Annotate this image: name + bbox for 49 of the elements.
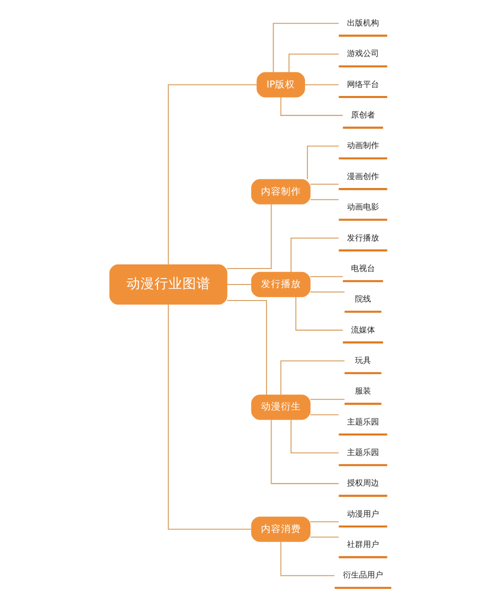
node-box: 发行播放 — [250, 272, 310, 298]
connector — [290, 420, 338, 454]
node-text: 网络平台 — [346, 78, 378, 89]
node-box: 内容制作 — [250, 179, 310, 204]
connector — [288, 54, 338, 72]
connector — [310, 291, 344, 293]
node-text: 动漫用户 — [346, 508, 378, 518]
node-text: 游戏公司 — [346, 48, 378, 58]
node-text: 主题乐园 — [346, 447, 378, 457]
connector — [310, 199, 338, 200]
node-text: 主题乐园 — [346, 416, 378, 426]
connector — [304, 84, 338, 86]
node-box: 动漫衍生 — [250, 394, 310, 420]
node-text: 动画制作 — [346, 140, 378, 150]
connector — [167, 84, 256, 265]
node-text: 玩具 — [354, 354, 370, 365]
connector — [310, 398, 344, 400]
node-text: 授权周边 — [346, 478, 378, 488]
node-text: 出版机构 — [346, 18, 378, 28]
connector — [226, 204, 272, 269]
connector — [310, 521, 338, 522]
node-text: 漫画创作 — [346, 170, 378, 181]
connector — [270, 420, 338, 484]
connector — [306, 146, 338, 180]
connector — [280, 542, 334, 576]
node-text: 院线 — [354, 294, 370, 304]
connector — [272, 22, 338, 72]
connector — [310, 536, 338, 538]
node-text: 流媒体 — [350, 324, 374, 334]
node-text: 原创者 — [350, 110, 374, 120]
node-box: 内容消费 — [250, 516, 310, 542]
connector — [310, 414, 338, 416]
node-box: 动漫行业图谱 — [108, 264, 227, 305]
connector — [226, 284, 251, 286]
node-text: 电视台 — [350, 262, 374, 273]
node-text: 社群用户 — [346, 539, 378, 550]
connector — [280, 97, 342, 116]
node-text: 动画电影 — [346, 202, 378, 212]
connector — [310, 276, 342, 278]
connector — [167, 304, 251, 530]
node-text: 衍生品用户 — [342, 570, 382, 580]
connector — [290, 238, 338, 272]
connector — [226, 300, 267, 395]
connector — [294, 296, 342, 331]
connector — [310, 184, 338, 185]
node-box: IP版权 — [256, 72, 305, 98]
connector — [280, 360, 344, 395]
node-text: 发行播放 — [346, 232, 378, 242]
node-text: 服装 — [354, 386, 370, 396]
